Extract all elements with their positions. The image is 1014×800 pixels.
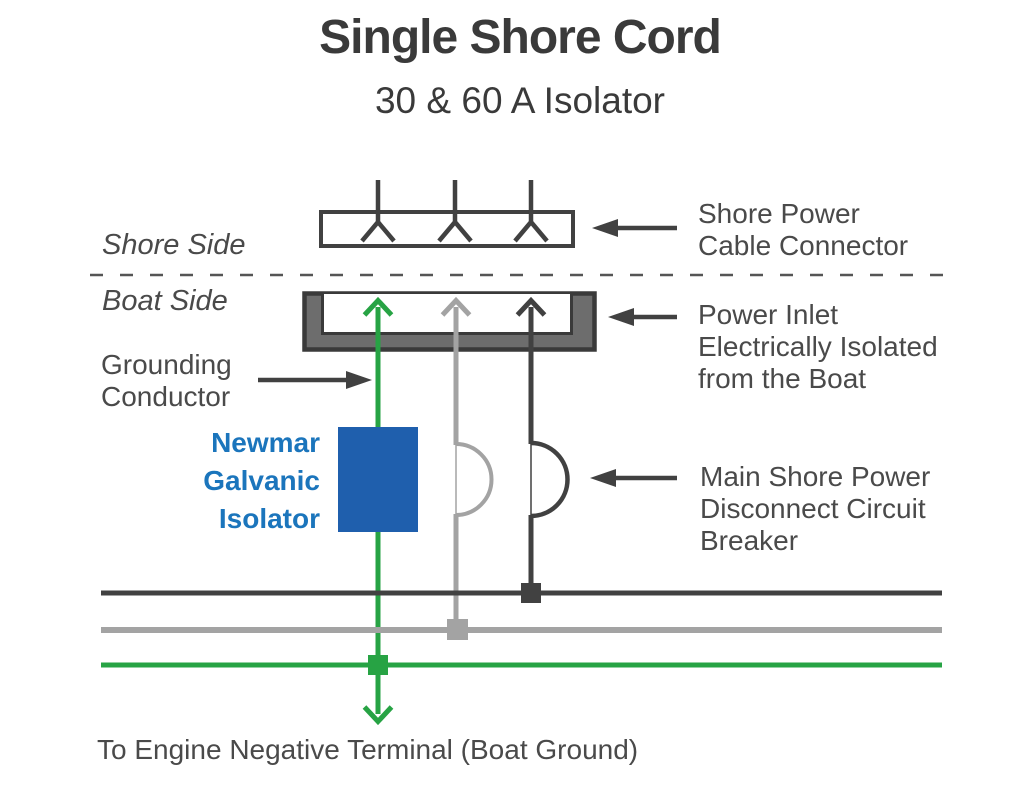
page-title: Single Shore Cord: [319, 11, 722, 64]
shore-power-connector-symbol: [319, 180, 575, 248]
galvanic-isolator-label: Newmar Galvanic Isolator: [203, 427, 320, 534]
annotation-arrows: [258, 219, 677, 487]
power-inlet-symbol: [302, 291, 597, 352]
left-arrow-icon-connector: [592, 219, 677, 237]
bus-bars: [101, 590, 942, 668]
boat-ground-label: To Engine Negative Terminal (Boat Ground…: [97, 734, 639, 765]
hot-conductor-dark: [515, 296, 570, 589]
power-inlet-label: Power Inlet Electrically Isolated from t…: [698, 299, 938, 394]
dark-breaker-arc: [530, 440, 570, 519]
neutral-conductor-gray: [440, 296, 494, 625]
grounding-conductor-green: [362, 296, 394, 726]
neutral-terminal-square: [447, 619, 468, 640]
green-down-arrow-icon: [362, 705, 394, 726]
page-subtitle: 30 & 60 A Isolator: [374, 80, 666, 121]
ground-terminal-square: [368, 655, 388, 675]
right-arrow-icon-grounding: [258, 371, 372, 389]
boat-side-label: Boat Side: [102, 285, 228, 317]
gray-breaker-arc: [455, 442, 494, 517]
main-breaker-label: Main Shore Power Disconnect Circuit Brea…: [700, 461, 931, 556]
bus-terminals: [368, 583, 541, 675]
dark-up-arrow-icon: [515, 296, 547, 317]
shore-power-connector-label: Shore Power Cable Connector: [698, 198, 909, 261]
shore-side-label: Shore Side: [102, 229, 246, 261]
plug-prong-icon: [360, 180, 549, 243]
grounding-conductor-label: Grounding Conductor: [101, 349, 232, 412]
left-arrow-icon-inlet: [608, 308, 677, 326]
gray-up-arrow-icon: [440, 296, 472, 317]
green-up-arrow-icon: [362, 296, 394, 317]
galvanic-isolator-box: [338, 427, 418, 532]
left-arrow-icon-breaker: [590, 469, 677, 487]
hot-terminal-square: [521, 583, 541, 603]
